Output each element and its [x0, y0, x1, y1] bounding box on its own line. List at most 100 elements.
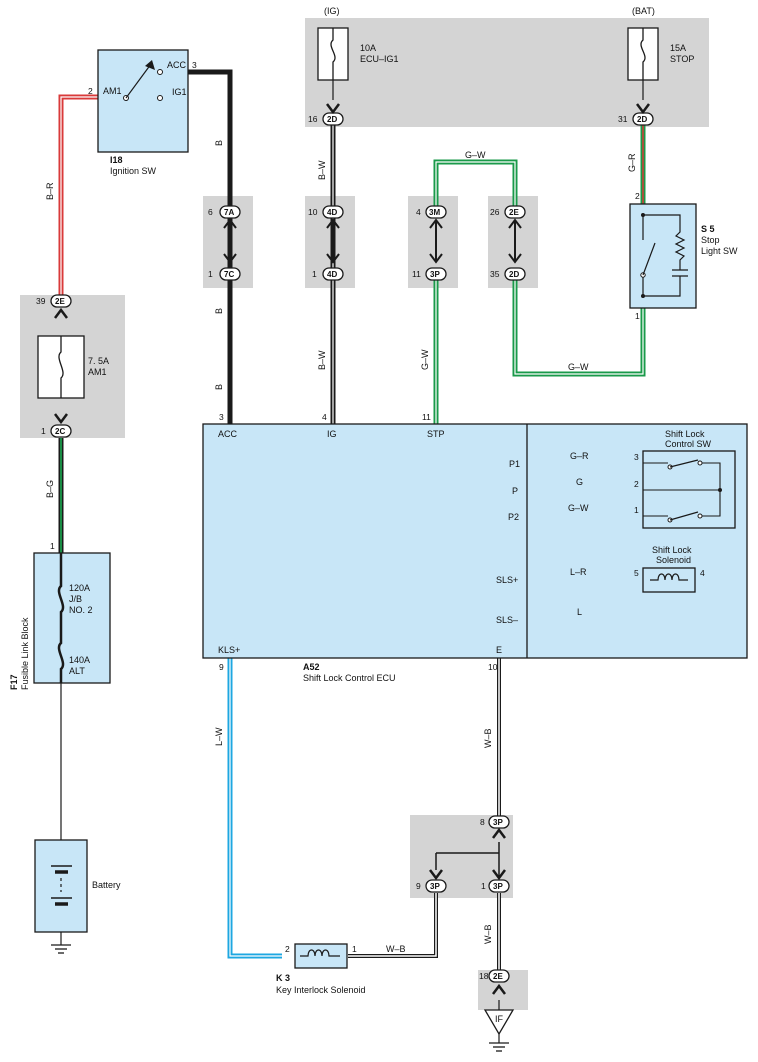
connector-2c-1[interactable]: 1 2C — [41, 413, 72, 438]
wire-label-g-p: G — [576, 477, 583, 487]
bat-supply-label: (BAT) — [632, 6, 655, 16]
wire-label-lr: L–R — [570, 567, 587, 577]
connector-3p-9[interactable]: 9 3P — [416, 869, 447, 893]
svg-text:10: 10 — [308, 207, 318, 217]
connector-2d-31[interactable]: 31 2D — [618, 103, 654, 126]
svg-text:3M: 3M — [429, 208, 440, 217]
svg-text:7A: 7A — [224, 208, 234, 217]
connector-4d-10[interactable]: 10 4D — [308, 205, 344, 264]
wire-label-lw: L–W — [214, 727, 224, 746]
svg-text:Solenoid: Solenoid — [656, 555, 691, 565]
connector-7a[interactable]: 6 7A — [208, 205, 241, 264]
svg-text:AM1: AM1 — [103, 86, 122, 96]
svg-text:6: 6 — [208, 207, 213, 217]
wire-label-b2: B — [214, 308, 224, 314]
svg-text:E: E — [496, 645, 502, 655]
svg-text:3P: 3P — [430, 270, 440, 279]
svg-text:3P: 3P — [493, 882, 503, 891]
ignition-sw-name: Ignition SW — [110, 166, 157, 176]
wire-label-gw-p2: G–W — [568, 503, 589, 513]
svg-text:5: 5 — [634, 568, 639, 578]
svg-text:2E: 2E — [55, 297, 65, 306]
svg-text:Shift Lock: Shift Lock — [665, 429, 705, 439]
svg-text:J/B: J/B — [69, 594, 82, 604]
svg-text:4: 4 — [700, 568, 705, 578]
svg-text:9: 9 — [219, 662, 224, 672]
wire-label-gr: G–R — [627, 153, 637, 172]
svg-text:ACC: ACC — [167, 60, 187, 70]
ecu-name: Shift Lock Control ECU — [303, 673, 396, 683]
ground-if: IF — [483, 1009, 515, 1052]
ignition-sw-code: I18 — [110, 155, 123, 165]
connector-2d-35[interactable]: 35 2D — [490, 267, 526, 281]
svg-text:3P: 3P — [430, 882, 440, 891]
svg-text:7C: 7C — [224, 270, 234, 279]
connector-2e-26[interactable]: 26 2E — [490, 205, 526, 264]
svg-text:1: 1 — [481, 881, 486, 891]
svg-text:16: 16 — [308, 114, 318, 124]
svg-text:2C: 2C — [55, 427, 65, 436]
svg-text:4: 4 — [322, 412, 327, 422]
svg-text:2D: 2D — [509, 270, 519, 279]
svg-text:26: 26 — [490, 207, 500, 217]
ig-supply-label: (IG) — [324, 6, 340, 16]
svg-text:4D: 4D — [327, 270, 337, 279]
ecu-code: A52 — [303, 662, 320, 672]
wire-label-l: L — [577, 607, 582, 617]
stop-sw-name1: Stop — [701, 235, 720, 245]
connector-3m[interactable]: 4 3M — [416, 205, 447, 264]
svg-text:Shift Lock: Shift Lock — [652, 545, 692, 555]
svg-text:ACC: ACC — [218, 429, 238, 439]
connector-2d-16[interactable]: 16 2D — [308, 103, 344, 126]
svg-text:IG: IG — [327, 429, 337, 439]
connector-2e-39[interactable]: 39 2E — [36, 294, 72, 319]
svg-text:1: 1 — [50, 541, 55, 551]
fusible-link-name: Fusible Link Block — [20, 617, 30, 690]
svg-text:1: 1 — [208, 269, 213, 279]
fuse-bat: (BAT) 15A STOP — [627, 6, 694, 81]
connector-7c[interactable]: 1 7C — [208, 267, 241, 281]
svg-text:9: 9 — [416, 881, 421, 891]
svg-text:IG1: IG1 — [172, 87, 187, 97]
svg-text:2: 2 — [635, 191, 640, 201]
svg-text:3: 3 — [219, 412, 224, 422]
svg-text:4D: 4D — [327, 208, 337, 217]
svg-text:140A: 140A — [69, 655, 90, 665]
svg-text:2: 2 — [88, 86, 93, 96]
connector-3p-8[interactable]: 8 3P — [480, 815, 510, 839]
svg-text:1: 1 — [352, 944, 357, 954]
connector-2e-18[interactable]: 18 2E — [479, 969, 510, 995]
svg-text:2D: 2D — [327, 115, 337, 124]
am1-fuse: 7. 5A AM1 — [37, 335, 109, 399]
wire-b-acc[interactable] — [188, 69, 233, 428]
key-interlock-code: K 3 — [276, 973, 290, 983]
fusible-link-code: F17 — [9, 674, 19, 690]
wire-label-gw-stp: G–W — [420, 349, 430, 370]
svg-text:2: 2 — [634, 479, 639, 489]
svg-text:2E: 2E — [509, 208, 519, 217]
svg-text:1: 1 — [635, 311, 640, 321]
svg-text:39: 39 — [36, 296, 46, 306]
svg-text:11: 11 — [422, 412, 431, 422]
svg-text:35: 35 — [490, 269, 500, 279]
wire-label-wb1: W–B — [483, 728, 493, 748]
stop-sw-code: S 5 — [701, 224, 715, 234]
wire-label-wb2: W–B — [386, 944, 406, 954]
svg-text:3: 3 — [634, 452, 639, 462]
connector-3p-1[interactable]: 1 3P — [481, 869, 510, 893]
wire-label-br: B–R — [45, 182, 55, 200]
wire-lw[interactable] — [227, 658, 282, 959]
fuse-ig-name: ECU–IG1 — [360, 54, 399, 64]
svg-text:NO. 2: NO. 2 — [69, 605, 93, 615]
connectors: 16 2D 31 2D 6 7A 1 7C 10 4D — [36, 103, 654, 995]
connector-3p-11[interactable]: 11 3P — [412, 267, 447, 281]
battery-label: Battery — [92, 880, 121, 890]
connector-4d-1[interactable]: 1 4D — [312, 267, 344, 281]
svg-text:SLS+: SLS+ — [496, 575, 518, 585]
wire-label-gw-top: G–W — [465, 150, 486, 160]
svg-text:8: 8 — [480, 817, 485, 827]
svg-text:2: 2 — [285, 944, 290, 954]
svg-text:P: P — [512, 486, 518, 496]
svg-text:2D: 2D — [637, 115, 647, 124]
